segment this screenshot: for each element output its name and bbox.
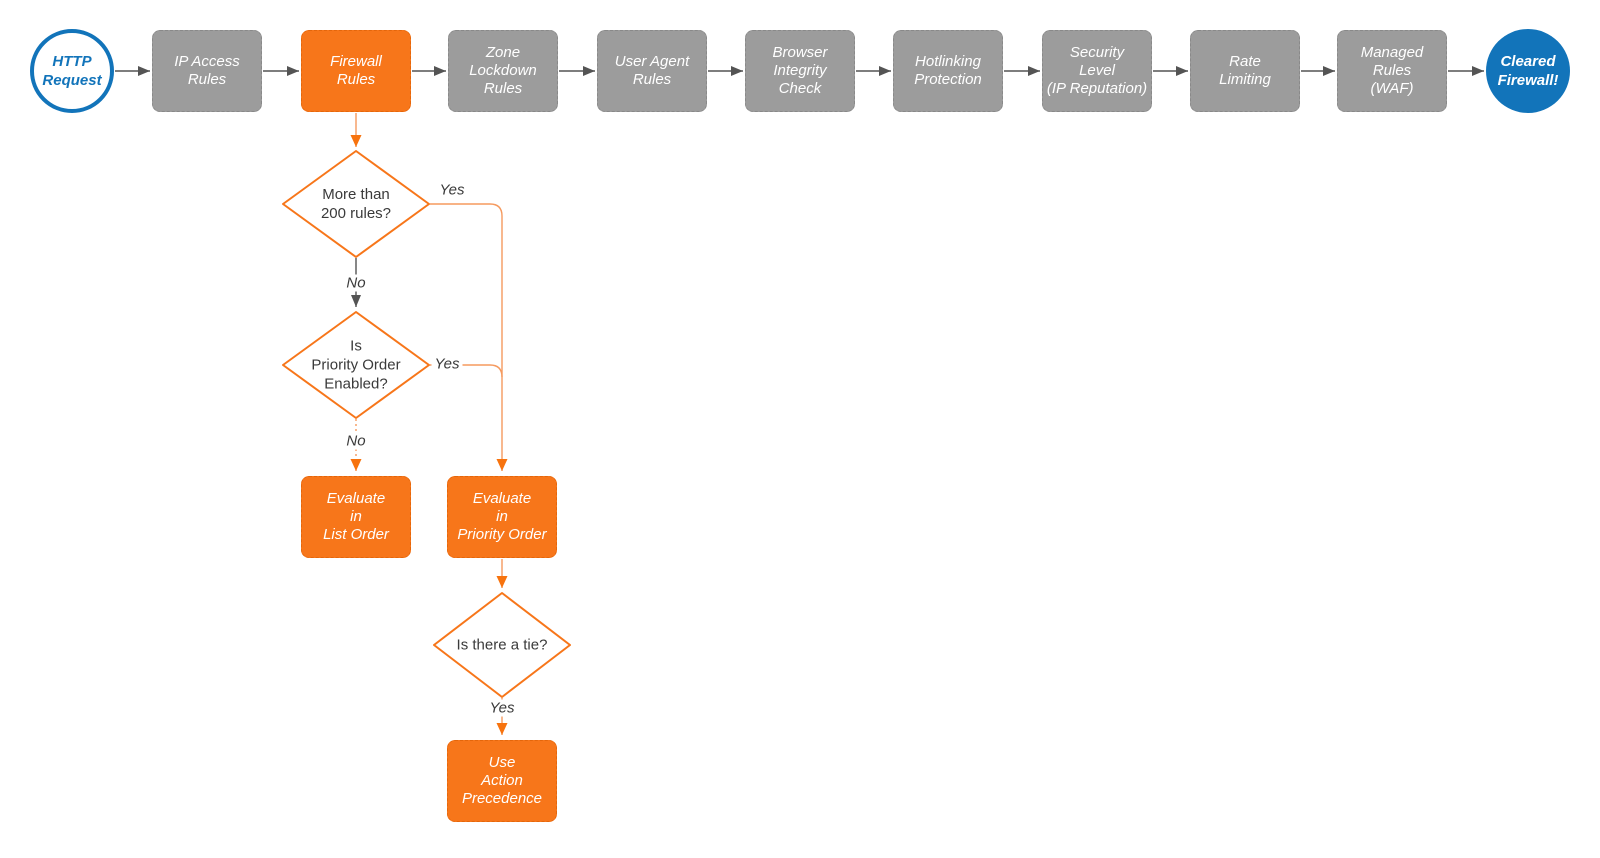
- node-ip-access-rules-label: IP Access Rules: [174, 53, 240, 88]
- decision-diamond-priority-order-enabled: [282, 311, 430, 419]
- node-evaluate-in-priority-order: Evaluate in Priority Order: [447, 476, 557, 558]
- connector-decision2-yes-merge: [430, 364, 503, 378]
- node-security-level: Security Level (IP Reputation): [1042, 30, 1152, 112]
- node-browser-integrity-check: Browser Integrity Check: [745, 30, 855, 112]
- node-security-level-label: Security Level (IP Reputation): [1046, 44, 1148, 97]
- node-firewall-rules: Firewall Rules: [301, 30, 411, 112]
- decision-diamond-more-than-200-rules: [282, 150, 430, 258]
- node-rate-limiting-label: Rate Limiting: [1219, 53, 1271, 88]
- node-managed-rules-waf-label: Managed Rules (WAF): [1360, 44, 1424, 97]
- node-firewall-rules-label: Firewall Rules: [330, 53, 382, 88]
- decision-more-than-200-rules-text: More than 200 rules?: [320, 186, 392, 222]
- edge-label-decision3-yes: Yes: [486, 699, 518, 717]
- decision-priority-order-enabled-text: Is Priority Order Enabled?: [311, 337, 401, 393]
- connector-decision1-yes-to-priority: [430, 203, 508, 471]
- node-browser-integrity-check-label: Browser Integrity Check: [772, 44, 828, 97]
- decision-diamond-is-there-a-tie: [433, 592, 571, 698]
- node-managed-rules-waf: Managed Rules (WAF): [1337, 30, 1447, 112]
- node-http-request: HTTP Request: [30, 29, 114, 113]
- node-cleared-firewall-label: Cleared Firewall!: [1497, 53, 1559, 89]
- node-evaluate-in-priority-order-label: Evaluate in Priority Order: [457, 490, 547, 543]
- node-ip-access-rules: IP Access Rules: [152, 30, 262, 112]
- node-evaluate-in-list-order: Evaluate in List Order: [301, 476, 411, 558]
- edge-label-decision2-no: No: [343, 432, 369, 450]
- node-hotlinking-protection-label: Hotlinking Protection: [914, 53, 982, 88]
- node-evaluate-in-list-order-label: Evaluate in List Order: [323, 490, 389, 543]
- edge-label-decision1-no: No: [343, 274, 369, 292]
- node-user-agent-rules-label: User Agent Rules: [614, 53, 690, 88]
- node-http-request-label: HTTP Request: [42, 53, 102, 89]
- node-use-action-precedence: Use Action Precedence: [447, 740, 557, 822]
- node-user-agent-rules: User Agent Rules: [597, 30, 707, 112]
- edge-label-decision1-yes: Yes: [436, 181, 468, 199]
- node-hotlinking-protection: Hotlinking Protection: [893, 30, 1003, 112]
- edge-label-decision2-yes: Yes: [431, 355, 463, 373]
- node-cleared-firewall: Cleared Firewall!: [1486, 29, 1570, 113]
- node-use-action-precedence-label: Use Action Precedence: [461, 754, 543, 807]
- decision-is-there-a-tie-text: Is there a tie?: [456, 636, 548, 654]
- node-rate-limiting: Rate Limiting: [1190, 30, 1300, 112]
- node-zone-lockdown-rules: Zone Lockdown Rules: [448, 30, 558, 112]
- node-zone-lockdown-rules-label: Zone Lockdown Rules: [469, 44, 537, 97]
